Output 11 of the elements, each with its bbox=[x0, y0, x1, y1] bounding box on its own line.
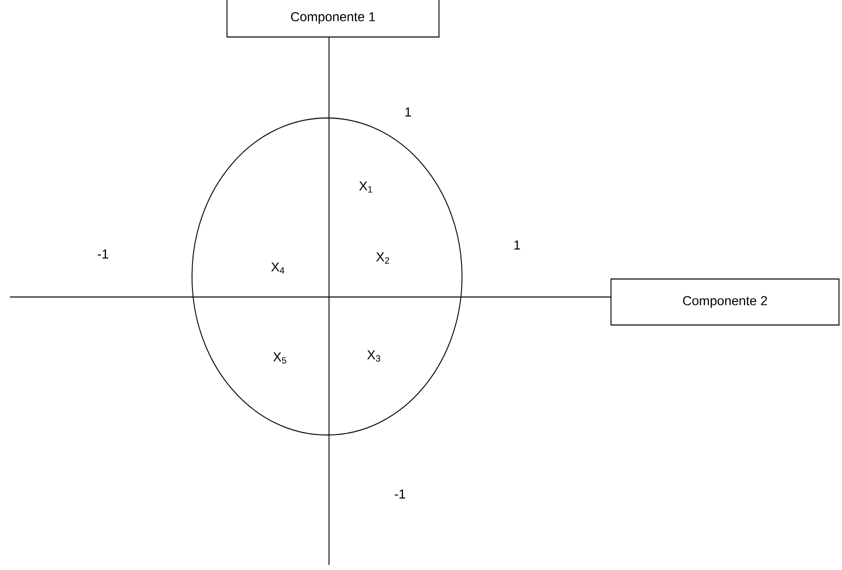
axis-label: X$_{1}$ bbox=[359, 181, 372, 193]
axis-label: 1 bbox=[514, 240, 520, 250]
axis-label: -1 bbox=[98, 250, 108, 258]
axis-label: 1 bbox=[405, 108, 411, 116]
axis-title-box: Componente 1 bbox=[226, 0, 440, 38]
axis-label: X$_{2}$ bbox=[376, 252, 390, 264]
axis-label: X$_{5}$ bbox=[273, 352, 286, 364]
axis-title-box: Componente 2 bbox=[610, 278, 840, 326]
axis-label: X$_{3}$ bbox=[367, 350, 380, 362]
axis-label: X$_{4}$ bbox=[271, 262, 284, 274]
axis-label: -1 bbox=[394, 490, 406, 498]
